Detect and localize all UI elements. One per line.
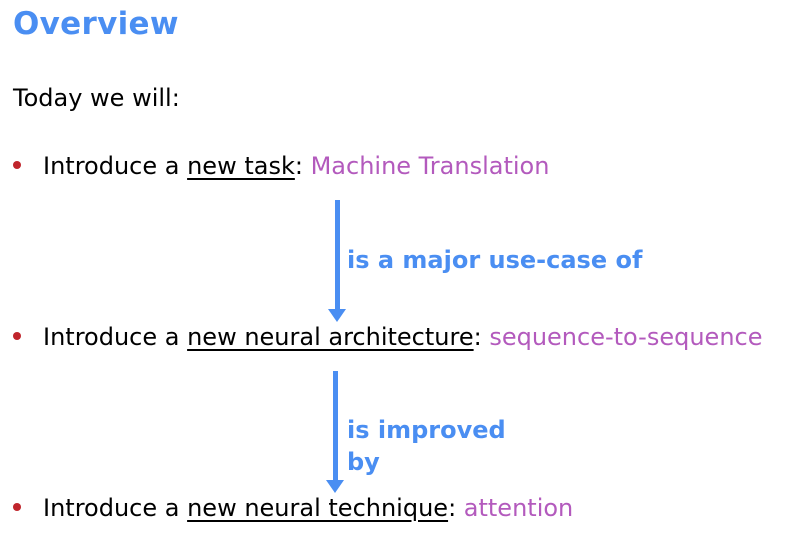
arrow-label-line: by (347, 448, 380, 476)
bullet-dot-icon (13, 503, 21, 511)
bullet-separator: : (294, 152, 311, 180)
arrow-label-line: is a major use-case of (347, 246, 643, 274)
down-arrow-icon (328, 200, 348, 322)
intro-text: Today we will: (13, 84, 180, 112)
arrow-label-line: is improved (347, 416, 506, 444)
bullet-prefix: Introduce a (43, 494, 188, 522)
bullet-underlined-term: new task (187, 152, 295, 180)
bullet-dot-icon (13, 332, 21, 340)
bullet-separator: : (448, 494, 464, 522)
slide-title: Overview (13, 6, 179, 42)
bullet-highlight-term: attention (463, 494, 574, 522)
down-arrow-icon (326, 371, 346, 493)
bullet-highlight-term: sequence-to-sequence (489, 323, 763, 351)
bullet-highlight-term: Machine Translation (310, 152, 550, 180)
bullet-underlined-term: new neural technique (187, 494, 449, 522)
bullet-prefix: Introduce a (43, 323, 188, 351)
bullet-separator: : (473, 323, 490, 351)
bullet-underlined-term: new neural architecture (187, 323, 474, 351)
bullet-dot-icon (13, 161, 21, 169)
bullet-item-task: Introduce a new task : Machine Translati… (13, 152, 549, 180)
arrow-label-improved-by: is improved by (347, 414, 506, 478)
arrow-label-use-case: is a major use-case of (347, 244, 642, 276)
bullet-prefix: Introduce a (43, 152, 188, 180)
bullet-item-technique: Introduce a new neural technique : atten… (13, 494, 573, 522)
bullet-item-architecture: Introduce a new neural architecture : se… (13, 323, 763, 351)
